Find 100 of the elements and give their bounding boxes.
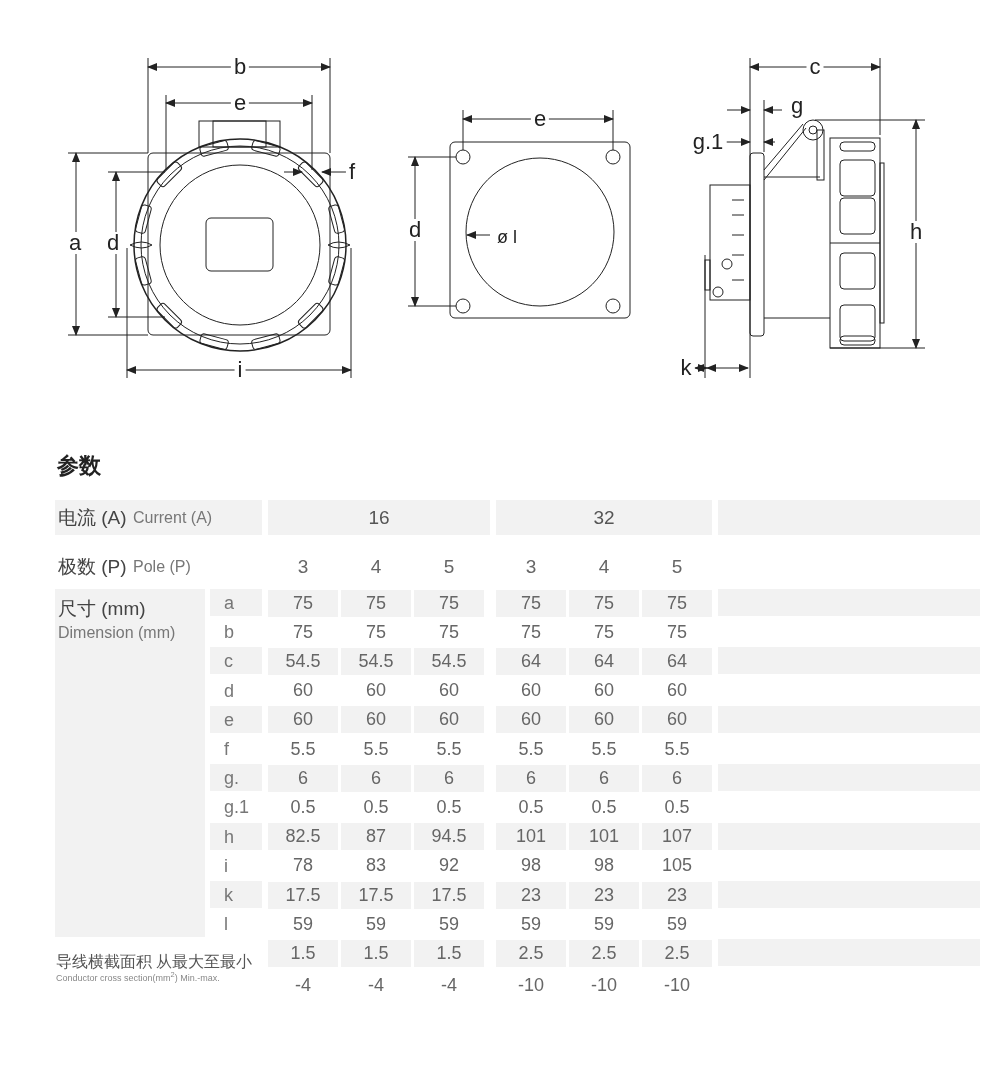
table-cell: 17.5 xyxy=(414,881,484,909)
table-cell: 64 xyxy=(569,647,639,675)
table-cell-text: f xyxy=(223,738,230,761)
table-cell: 6 xyxy=(341,764,411,792)
table-value: 59 xyxy=(667,914,687,933)
table-value: 0.5 xyxy=(518,797,544,816)
table-cell: 16 xyxy=(268,500,490,535)
table-value: 59 xyxy=(293,914,313,933)
table-cell-text: l xyxy=(223,913,229,937)
table-value: 59 xyxy=(594,914,614,933)
table-cell: 60 xyxy=(268,706,338,734)
table-cell: 1.5 xyxy=(268,939,338,967)
header-text: Pole (P) xyxy=(133,559,191,575)
dimension-label: ø l xyxy=(496,228,518,246)
table-cell: 6 xyxy=(569,764,639,792)
table-cell: 60 xyxy=(414,706,484,734)
table-value: 0.5 xyxy=(591,797,617,816)
table-value: 98 xyxy=(594,856,614,875)
table-cell: 75 xyxy=(341,589,411,617)
header-text: Conductor cross section(mm$^{2}$) Min.-max. xyxy=(56,971,220,984)
table-cell: 87 xyxy=(341,823,411,851)
table-cell: 17.5 xyxy=(268,881,338,909)
table-value: 4 xyxy=(370,556,382,576)
table-cell: 6 xyxy=(496,764,566,792)
table-cell-text: i xyxy=(223,854,229,878)
table-value: 75 xyxy=(594,622,614,641)
table-cell: g. xyxy=(210,764,262,792)
table-value: 5.5 xyxy=(591,739,617,758)
table-value: 59 xyxy=(366,914,386,933)
table-value: 75 xyxy=(667,622,687,641)
table-value: 75 xyxy=(366,622,386,641)
table-value: 78 xyxy=(293,856,313,875)
table-cell: 82.5 xyxy=(268,823,338,851)
table-value: 5.5 xyxy=(290,739,316,758)
table-value: 0.5 xyxy=(290,797,316,816)
table-value: 92 xyxy=(439,856,459,875)
table-value: -10 xyxy=(591,975,617,994)
table-cell: 6 xyxy=(414,764,484,792)
table-cell: 2.5 xyxy=(569,939,639,967)
table-value: 4 xyxy=(598,556,610,576)
table-value: 60 xyxy=(293,681,313,700)
table-value: -4 xyxy=(441,975,457,994)
table-value: -4 xyxy=(368,975,384,994)
table-cell: 6 xyxy=(642,764,712,792)
table-cell: 64 xyxy=(496,647,566,675)
table-cell-text: g.1 xyxy=(223,796,251,820)
table-cell: 2.5 xyxy=(496,939,566,967)
table-value: 5.5 xyxy=(664,739,690,758)
table-value: 0.5 xyxy=(664,797,690,816)
table-value: 0.5 xyxy=(363,797,389,816)
table-cell: 1.5 xyxy=(341,939,411,967)
table-cell-text: b xyxy=(223,621,235,645)
table-value: 60 xyxy=(366,681,386,700)
table-cell: 2.5 xyxy=(642,939,712,967)
table-cell: 23 xyxy=(569,881,639,909)
table-cell: 60 xyxy=(496,706,566,734)
table-cell: 23 xyxy=(642,881,712,909)
table-value: -10 xyxy=(518,975,544,994)
table-value: 60 xyxy=(594,681,614,700)
header-text: 极数 (P) xyxy=(58,557,127,576)
table-cell: 101 xyxy=(569,823,639,851)
table-cell: h xyxy=(210,822,262,850)
table-value: 59 xyxy=(521,914,541,933)
table-cell: 107 xyxy=(642,823,712,851)
table-value: 98 xyxy=(521,856,541,875)
table-cell: 60 xyxy=(642,706,712,734)
table-value: 59 xyxy=(439,914,459,933)
table-cell: 54.5 xyxy=(414,647,484,675)
table-value: 5.5 xyxy=(518,739,544,758)
table-value: 5.5 xyxy=(363,739,389,758)
table-cell: 75 xyxy=(496,589,566,617)
header-text: 尺寸 (mm) xyxy=(58,599,146,618)
table-value: 83 xyxy=(366,856,386,875)
table-cell: 6 xyxy=(268,764,338,792)
table-value: 105 xyxy=(662,856,692,875)
table-cell: 75 xyxy=(414,589,484,617)
table-cell: 32 xyxy=(496,500,712,535)
table-cell: 60 xyxy=(569,706,639,734)
table-cell: 101 xyxy=(496,823,566,851)
table-value: 75 xyxy=(293,622,313,641)
table-cell: 64 xyxy=(642,647,712,675)
header-text: 电流 (A) xyxy=(58,508,127,527)
table-cell: e xyxy=(210,705,262,733)
table-cell: 75 xyxy=(569,589,639,617)
header-text: Dimension (mm) xyxy=(58,625,176,641)
table-value: 75 xyxy=(439,622,459,641)
table-value: 75 xyxy=(521,622,541,641)
table-value: 3 xyxy=(525,556,537,576)
table-cell: 17.5 xyxy=(341,881,411,909)
table-value: -4 xyxy=(295,975,311,994)
table-cell: 54.5 xyxy=(268,647,338,675)
table-cell: 75 xyxy=(642,589,712,617)
table-value: 60 xyxy=(439,681,459,700)
table-value: 0.5 xyxy=(436,797,462,816)
table-value: 5 xyxy=(671,556,683,576)
table-cell: c xyxy=(210,647,262,675)
section-heading: 参数 xyxy=(57,455,101,477)
table-value: 3 xyxy=(297,556,309,576)
table-value: 5 xyxy=(443,556,455,576)
table-cell: 1.5 xyxy=(414,939,484,967)
